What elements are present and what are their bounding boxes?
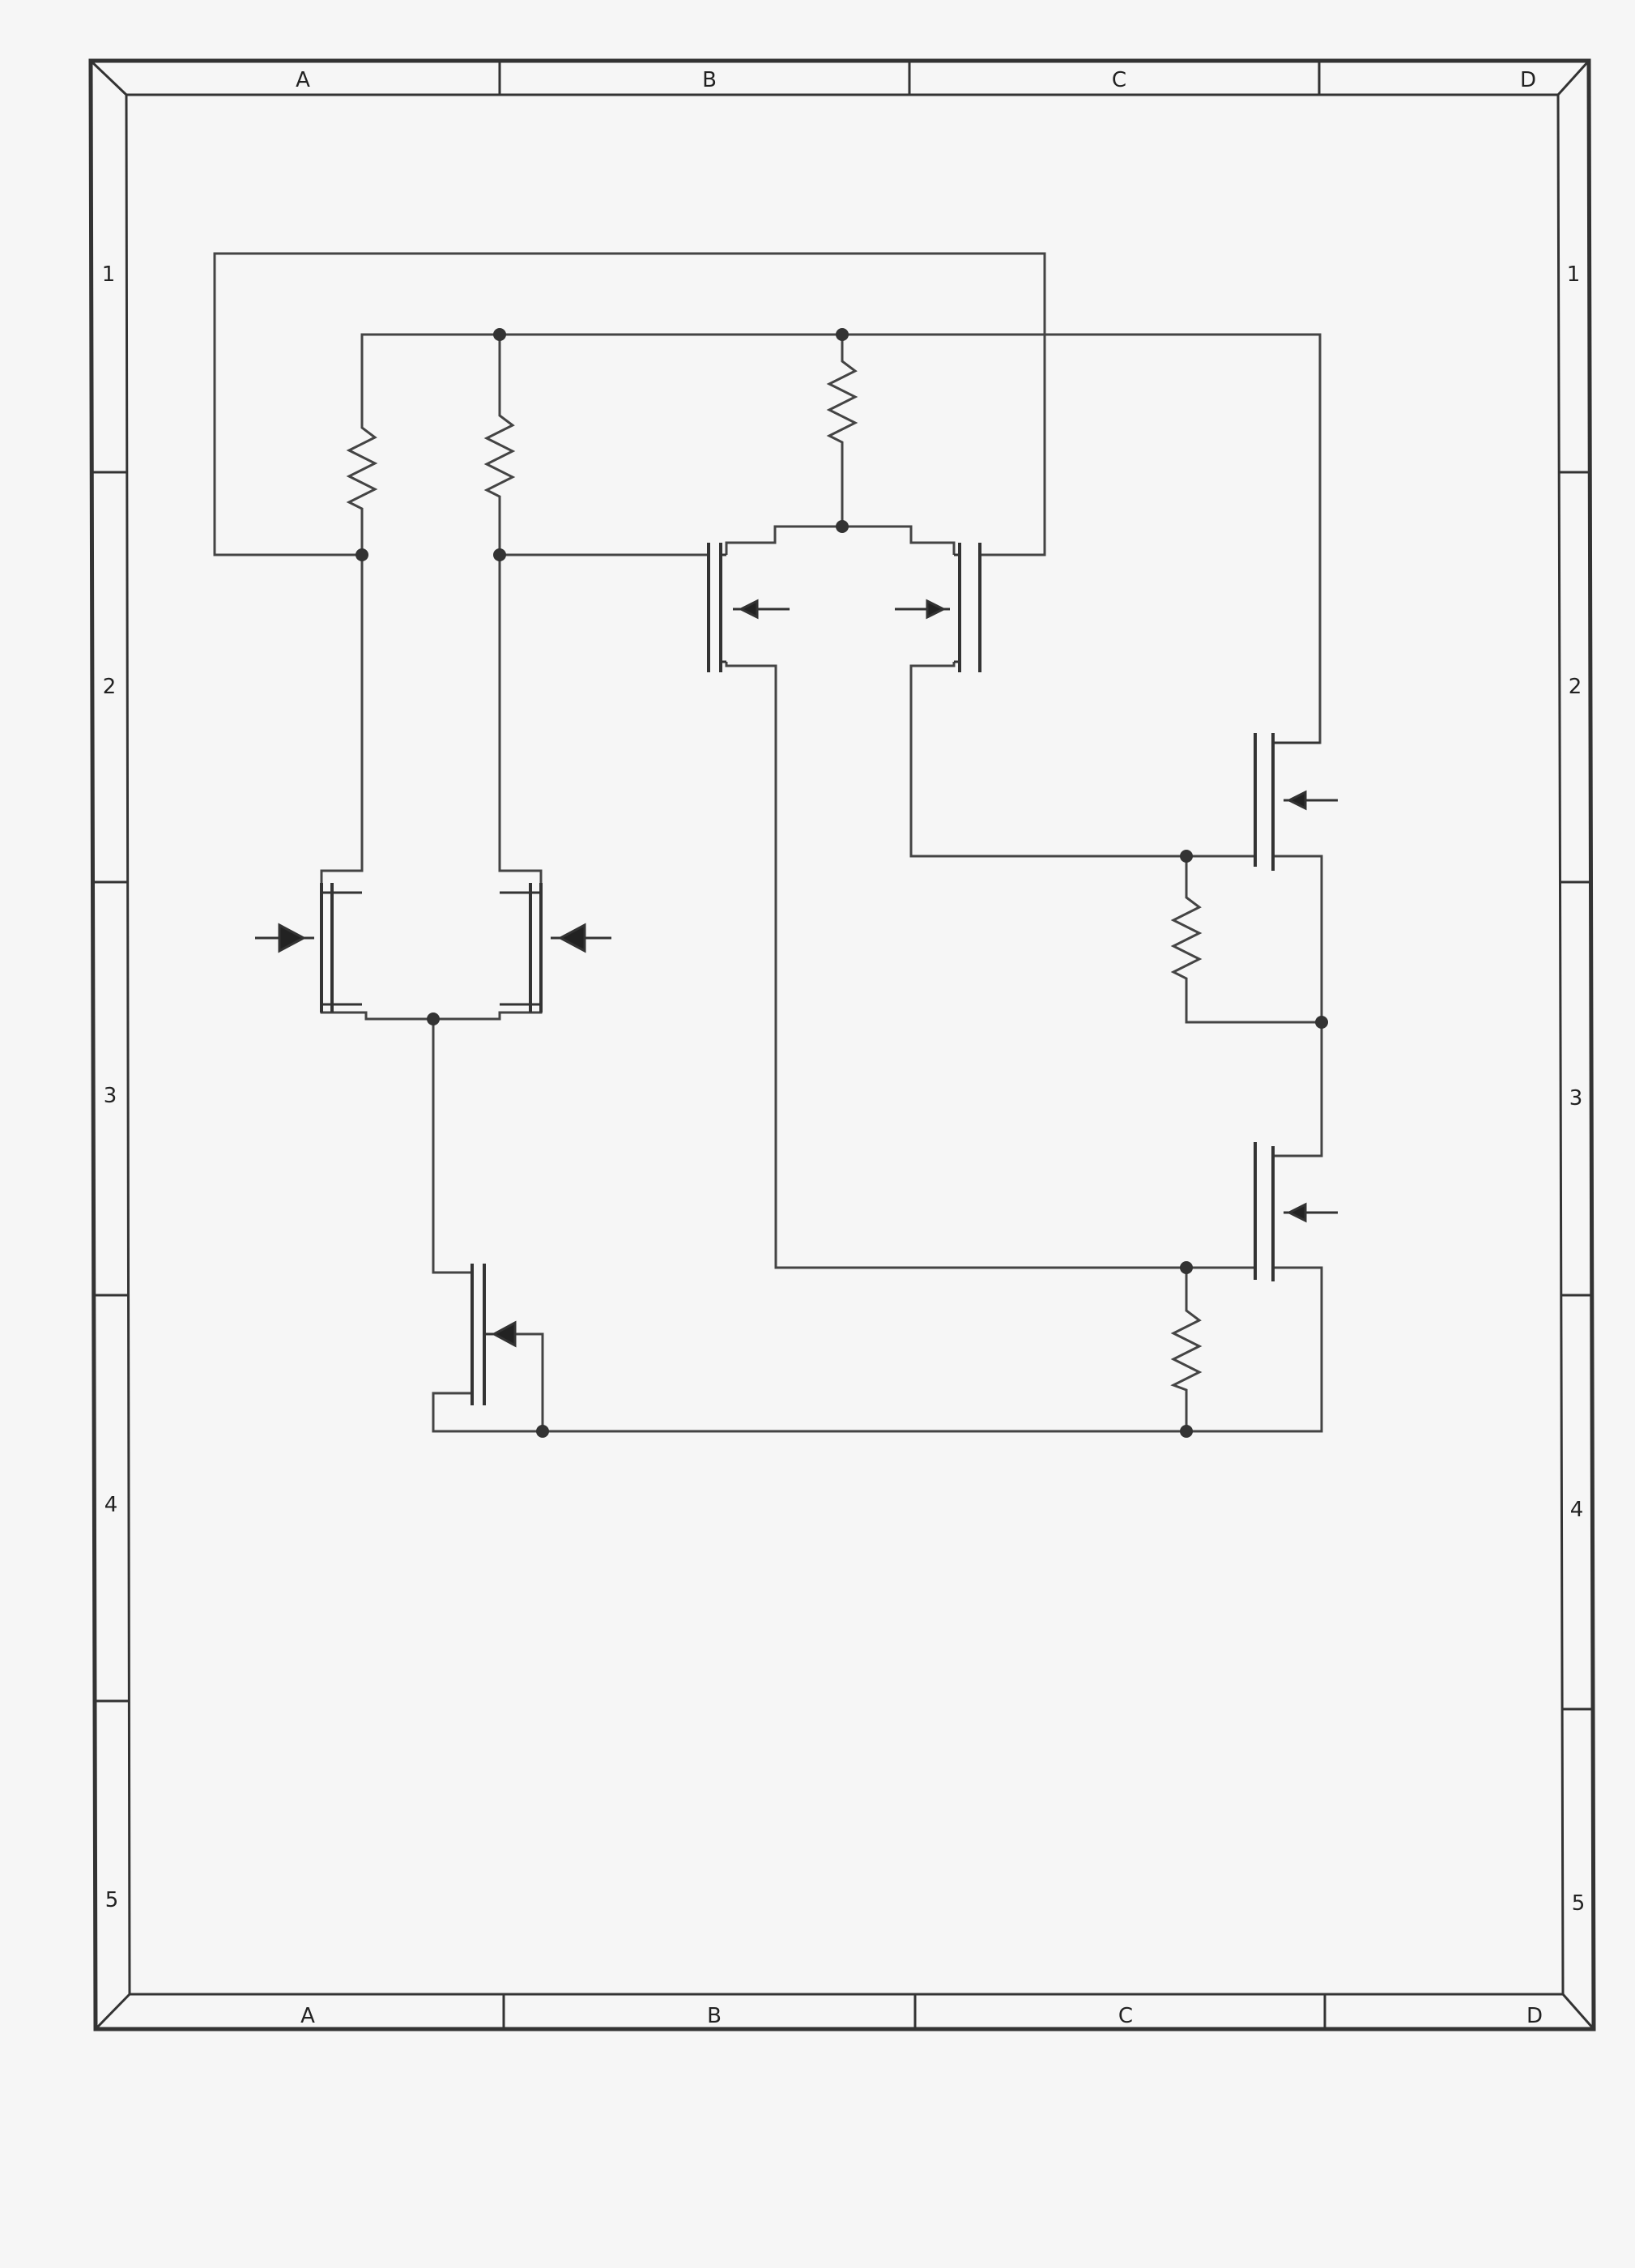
wire-r1-to-diffpair — [320, 555, 364, 893]
wire-m5-source-to-m6 — [1273, 855, 1323, 1157]
resistor-r5 — [1170, 891, 1203, 987]
junction-dot — [836, 328, 849, 341]
resistor-r2 — [483, 409, 516, 555]
row-label-5-left: 5 — [105, 1888, 119, 1912]
row-label-4-left: 4 — [104, 1493, 118, 1517]
mosfet-m4 — [895, 543, 981, 672]
wire-r2-to-diffpair — [498, 518, 543, 893]
junction-dot — [1315, 1016, 1328, 1029]
resistor-r1 — [346, 421, 378, 555]
junction-dot — [356, 548, 368, 561]
frame-inner-border — [125, 93, 1565, 1996]
wire-m7-body — [513, 1332, 544, 1431]
column-label-a-bottom: A — [300, 2004, 315, 2028]
resistor-r3 — [826, 355, 858, 526]
row-label-1-right: 1 — [1567, 262, 1581, 287]
junction-dot — [1180, 1425, 1193, 1438]
column-label-c-bottom: C — [1118, 2004, 1133, 2028]
wire-source-node-right — [842, 525, 956, 555]
mosfet-m4-arrow-icon — [926, 599, 947, 620]
column-label-b-bottom: B — [707, 2004, 722, 2028]
mosfets — [255, 543, 1338, 1405]
column-label-d-bottom: D — [1526, 2004, 1543, 2028]
mosfet-m5 — [1254, 733, 1338, 871]
column-label-b-top: B — [702, 68, 717, 92]
frame-column-dividers — [498, 61, 1326, 2029]
wire-tail-to-m7 — [432, 1019, 472, 1274]
row-label-3-right: 3 — [1569, 1086, 1583, 1111]
row-label-2-right: 2 — [1569, 675, 1582, 699]
mosfet-m6 — [1254, 1142, 1338, 1281]
mosfet-m6-arrow-icon — [1286, 1202, 1307, 1223]
junction-dot — [427, 1013, 440, 1025]
frame-zone-labels: A B C D A B C D 1 2 3 4 5 1 2 3 4 5 — [102, 68, 1586, 2028]
junction-dot — [493, 328, 506, 341]
wire-feedback-loop — [213, 252, 1046, 556]
column-label-c-top: C — [1112, 68, 1126, 92]
wire-m7-source — [432, 1266, 1323, 1433]
resistor-r6 — [1170, 1304, 1203, 1393]
row-label-4-right: 4 — [1570, 1498, 1584, 1522]
junction-dot — [493, 548, 506, 561]
mosfet-m7-arrow-icon — [491, 1320, 517, 1348]
wires — [213, 252, 1323, 1433]
row-label-5-right: 5 — [1572, 1891, 1586, 1916]
drawing-frame — [88, 58, 1596, 2031]
column-label-d-top: D — [1520, 68, 1536, 92]
junctions — [356, 328, 1328, 1438]
row-label-2-left: 2 — [103, 675, 117, 699]
junction-dot — [1180, 850, 1193, 863]
frame-corner-bevels — [89, 59, 1595, 2031]
wire-m4-drain — [909, 662, 1186, 858]
mosfet-m2-arrow-icon — [557, 923, 586, 953]
mosfet-m5-arrow-icon — [1286, 790, 1307, 811]
mosfet-m2 — [500, 883, 611, 1013]
row-label-3-left: 3 — [104, 1084, 117, 1108]
mosfet-m1 — [255, 883, 362, 1013]
wire-r5-bottom — [1185, 987, 1322, 1024]
mosfet-m3 — [707, 543, 790, 672]
column-label-a-top: A — [296, 68, 310, 92]
junction-dot — [1180, 1261, 1193, 1274]
junction-dot — [536, 1425, 549, 1438]
mosfet-m3-arrow-icon — [738, 599, 759, 620]
wire-supply-rail — [360, 333, 1322, 744]
mosfet-m7 — [470, 1264, 517, 1405]
resistors — [346, 355, 1203, 1393]
frame-row-dividers — [92, 471, 1593, 1711]
junction-dot — [836, 520, 849, 533]
row-label-1-left: 1 — [102, 262, 116, 287]
wire-m3-drain — [725, 662, 1186, 1269]
mosfet-m1-arrow-icon — [278, 923, 307, 953]
wire-source-node — [725, 486, 844, 555]
